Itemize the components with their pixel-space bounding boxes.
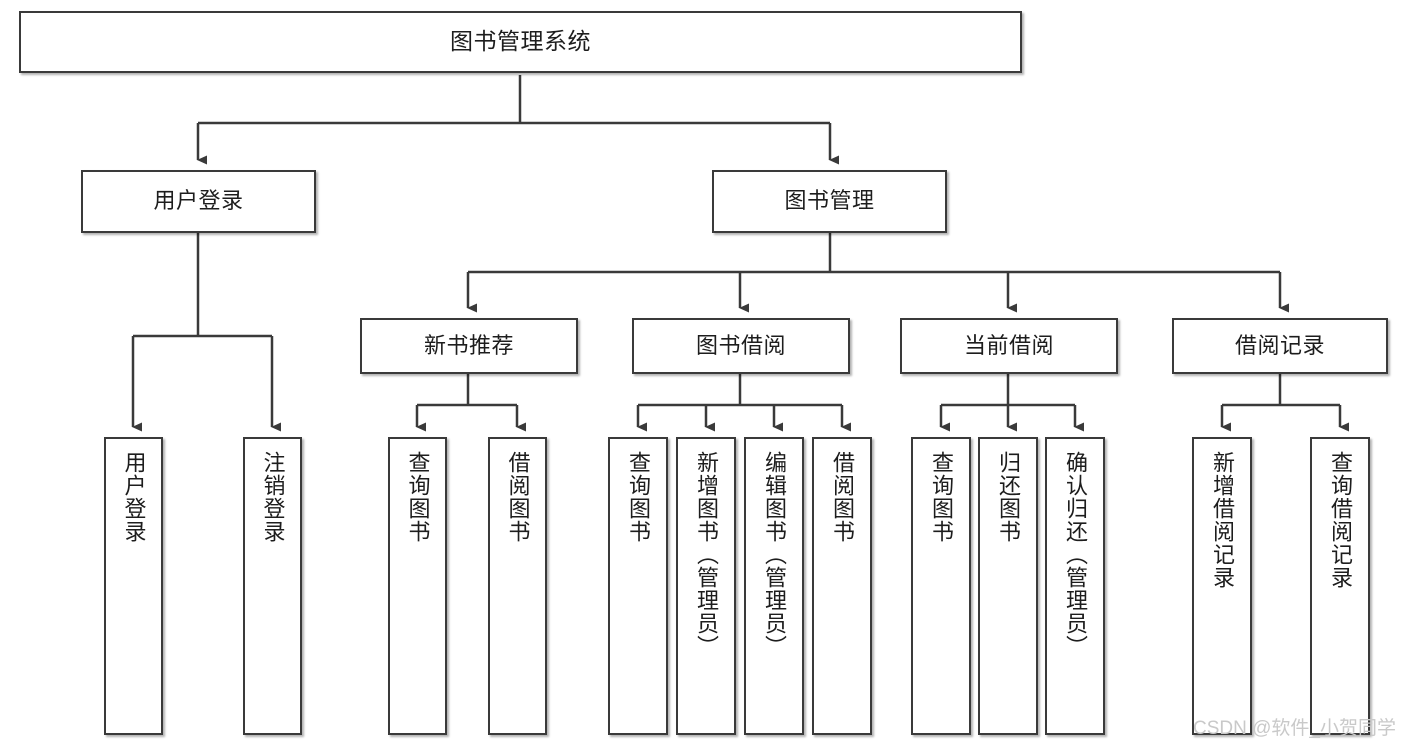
node-leaf-edit-book[interactable]: 编辑图书（管理员）: [744, 437, 804, 735]
node-new-book-rec[interactable]: 新书推荐: [360, 318, 578, 374]
node-borrow-record[interactable]: 借阅记录: [1172, 318, 1388, 374]
node-leaf-query-book-3[interactable]: 查询图书: [911, 437, 971, 735]
node-leaf-query-record-label: 查询借阅记录: [1327, 451, 1353, 589]
node-leaf-query-book-1-label: 查询图书: [405, 451, 431, 543]
node-leaf-return-book-label: 归还图书: [995, 451, 1021, 543]
node-user-login[interactable]: 用户登录: [81, 170, 316, 233]
node-leaf-borrow-book-2[interactable]: 借阅图书: [812, 437, 872, 735]
node-leaf-query-book-2-label: 查询图书: [625, 451, 651, 543]
node-leaf-borrow-book-2-label: 借阅图书: [829, 451, 855, 543]
node-root-label: 图书管理系统: [450, 28, 591, 55]
node-new-book-rec-label: 新书推荐: [423, 332, 514, 358]
node-leaf-query-book-1[interactable]: 查询图书: [388, 437, 447, 735]
node-leaf-logout[interactable]: 注销登录: [243, 437, 302, 735]
node-current-borrow[interactable]: 当前借阅: [900, 318, 1118, 374]
node-leaf-confirm-return-label: 确认归还（管理员）: [1062, 451, 1088, 658]
node-leaf-edit-book-label: 编辑图书（管理员）: [761, 451, 787, 658]
watermark: CSDN @软件_小贺同学: [1193, 718, 1396, 739]
node-leaf-query-book-2[interactable]: 查询图书: [608, 437, 668, 735]
node-leaf-confirm-return[interactable]: 确认归还（管理员）: [1045, 437, 1105, 735]
node-leaf-query-record[interactable]: 查询借阅记录: [1310, 437, 1370, 735]
node-leaf-borrow-book-1[interactable]: 借阅图书: [488, 437, 547, 735]
node-book-manage-label: 图书管理: [784, 188, 875, 214]
node-leaf-logout-label: 注销登录: [260, 451, 286, 543]
node-book-borrow-label: 图书借阅: [695, 332, 786, 358]
node-book-manage[interactable]: 图书管理: [712, 170, 947, 233]
node-user-login-label: 用户登录: [153, 188, 244, 214]
node-book-borrow[interactable]: 图书借阅: [632, 318, 850, 374]
node-leaf-borrow-book-1-label: 借阅图书: [505, 451, 531, 543]
node-borrow-record-label: 借阅记录: [1234, 332, 1325, 358]
node-leaf-add-record[interactable]: 新增借阅记录: [1192, 437, 1252, 735]
node-leaf-user-login[interactable]: 用户登录: [104, 437, 163, 735]
node-leaf-return-book[interactable]: 归还图书: [978, 437, 1038, 735]
node-leaf-add-book[interactable]: 新增图书（管理员）: [676, 437, 736, 735]
node-current-borrow-label: 当前借阅: [963, 332, 1054, 358]
node-root[interactable]: 图书管理系统: [19, 11, 1022, 73]
node-leaf-add-book-label: 新增图书（管理员）: [693, 451, 719, 658]
node-leaf-user-login-label: 用户登录: [121, 451, 147, 543]
node-leaf-query-book-3-label: 查询图书: [928, 451, 954, 543]
node-leaf-add-record-label: 新增借阅记录: [1209, 451, 1235, 589]
